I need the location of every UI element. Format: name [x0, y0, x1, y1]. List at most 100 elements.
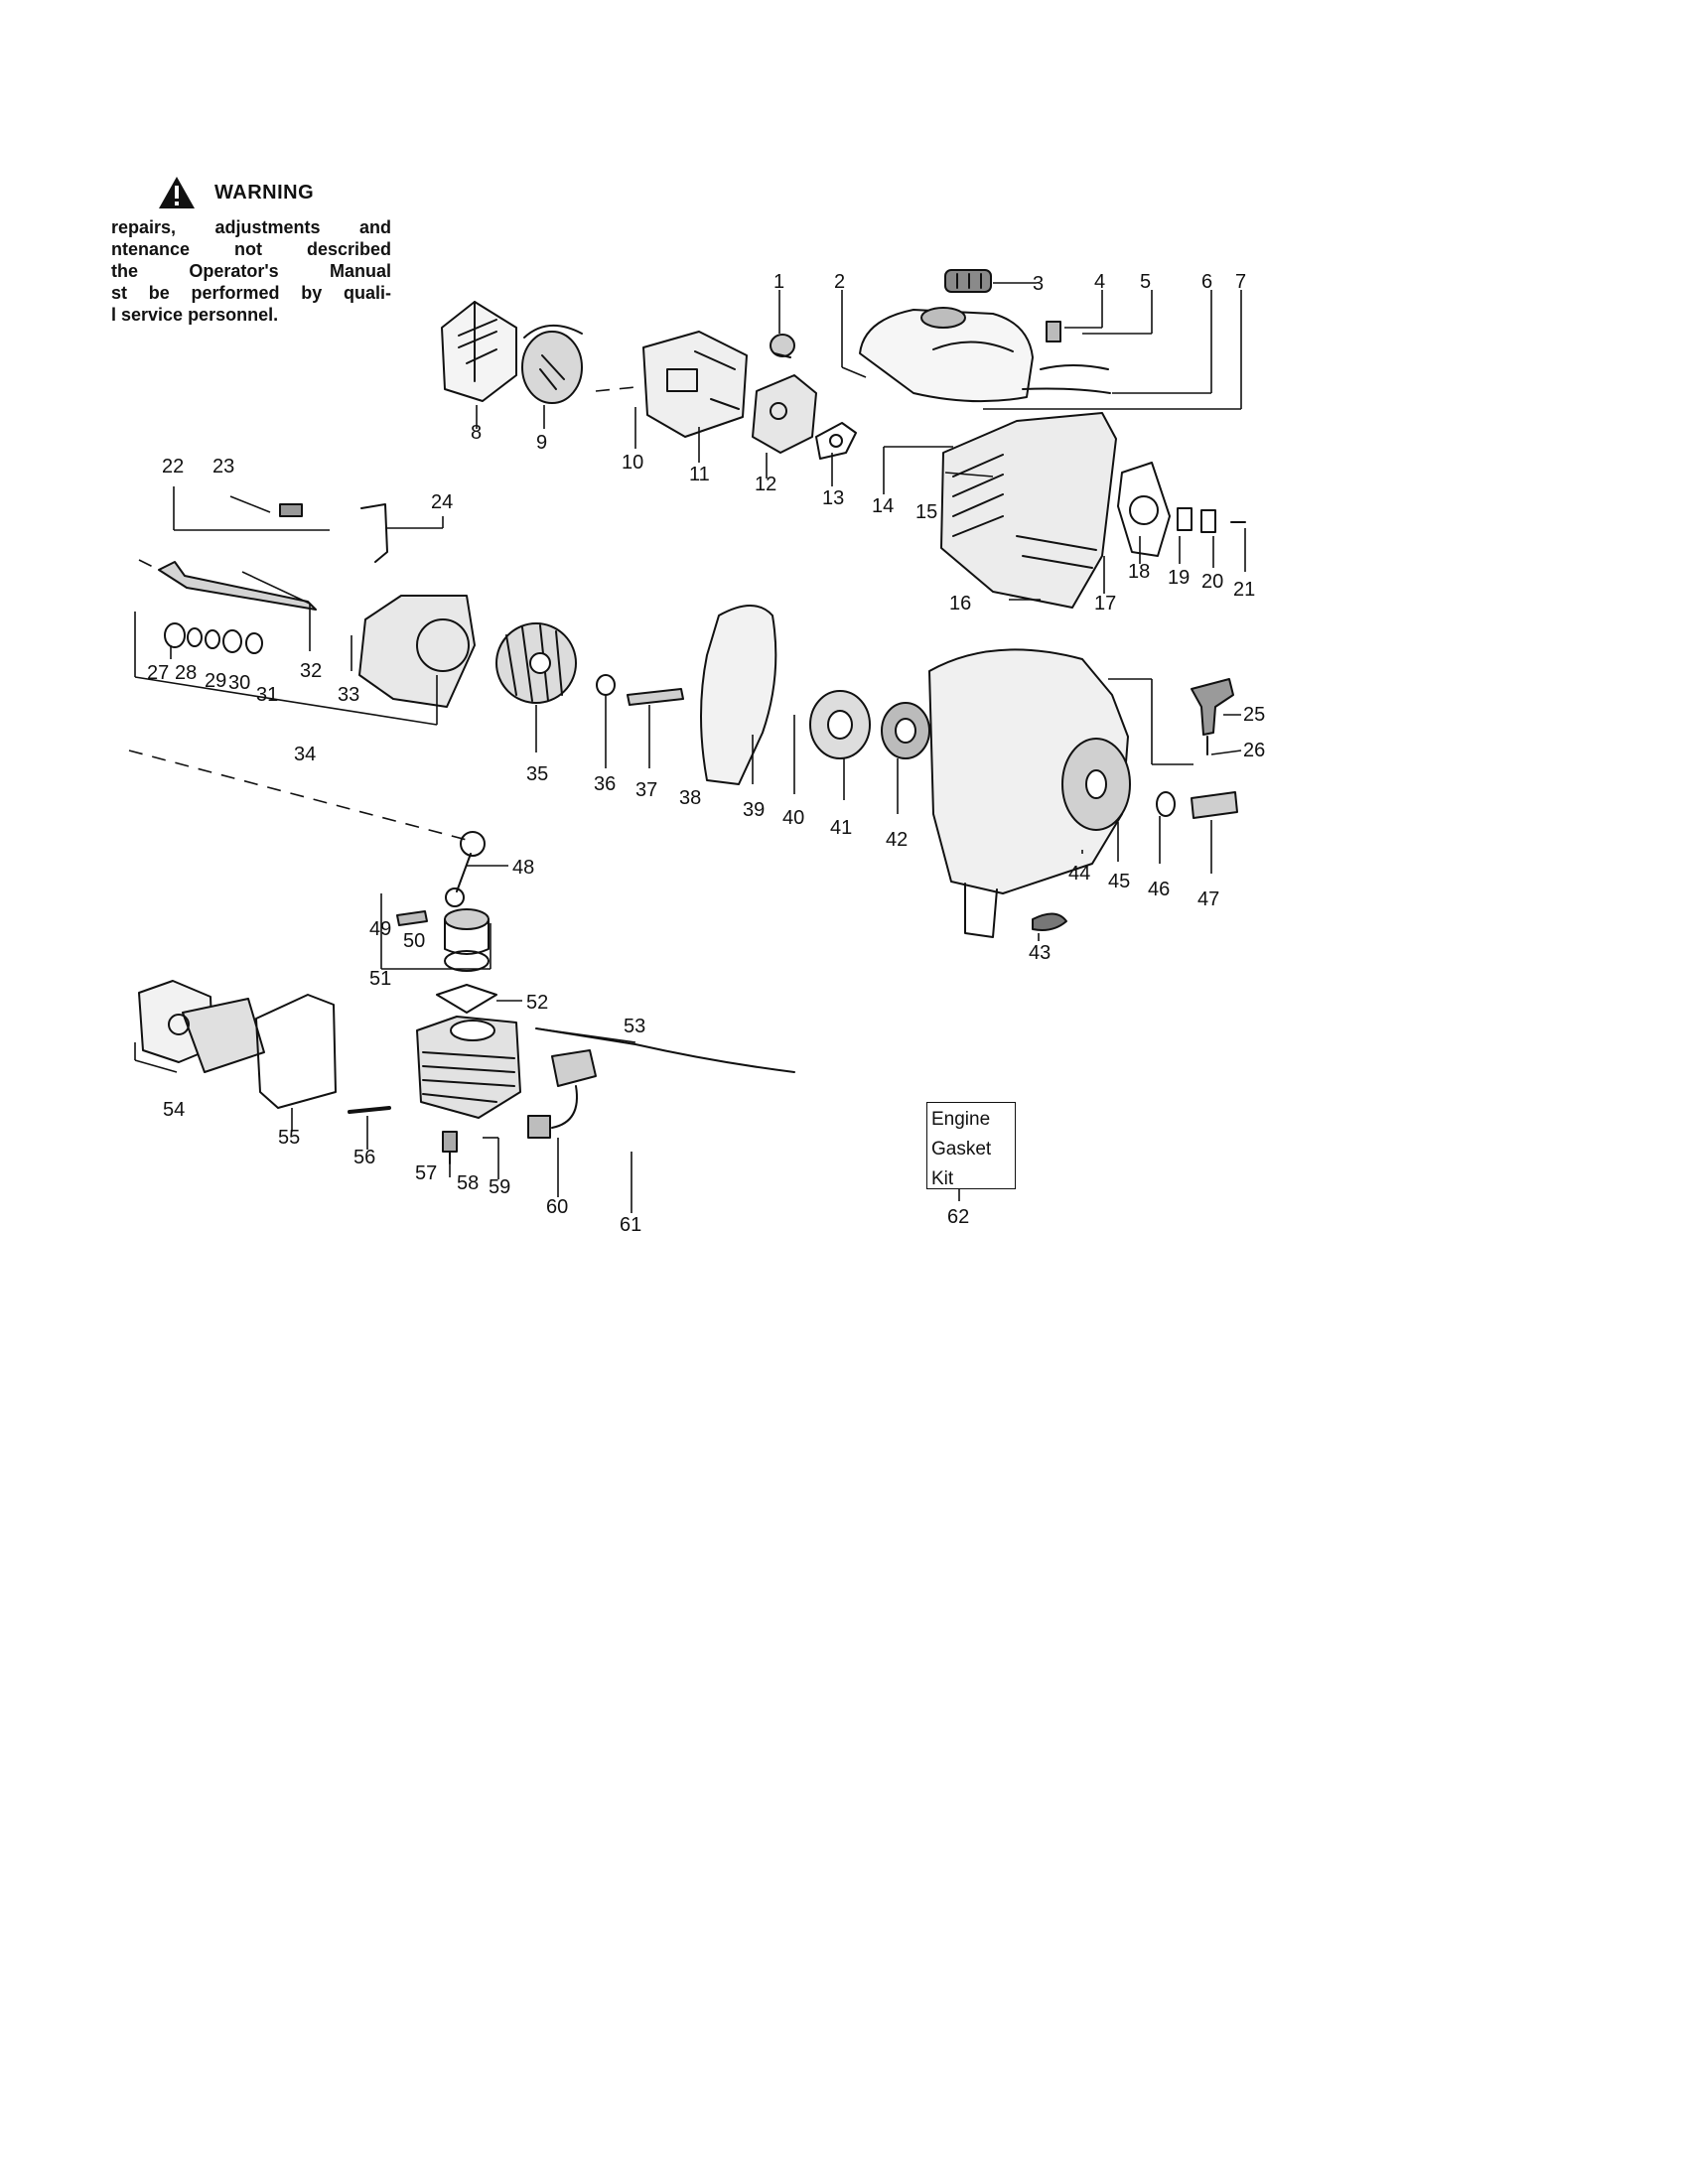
warning-line: st be performed by quali-: [111, 283, 391, 303]
part-engine-housing: [940, 412, 1117, 609]
callout-10: 10: [622, 452, 643, 474]
callout-34: 34: [294, 744, 316, 765]
callout-53: 53: [624, 1016, 645, 1037]
part-fuel-cap: [944, 269, 992, 293]
callout-45: 45: [1108, 871, 1130, 892]
part-fuel-filter: [1046, 321, 1061, 342]
warning-header: WARNING: [157, 175, 391, 210]
callout-33: 33: [338, 684, 359, 706]
warning-line: repairs, adjustments and: [111, 217, 391, 237]
part-piston: [396, 908, 490, 972]
callout-61: 61: [620, 1214, 641, 1236]
kit-line: Engine: [931, 1109, 991, 1130]
part-fuel-lines: [1022, 364, 1111, 394]
callout-12: 12: [755, 474, 776, 495]
callout-51: 51: [369, 968, 391, 990]
dashed-axis-lines: [128, 386, 636, 841]
callout-17: 17: [1094, 593, 1116, 614]
callout-5: 5: [1140, 271, 1151, 293]
part-bearing: [164, 622, 186, 648]
callout-58: 58: [457, 1172, 479, 1194]
part-spring: [348, 1106, 391, 1114]
callout-27: 27: [147, 662, 169, 684]
part-bearing: [222, 629, 242, 653]
warning-line: the Operator's Manual: [111, 261, 391, 281]
kit-line: Gasket: [931, 1139, 992, 1160]
callout-13: 13: [822, 487, 844, 509]
part-crankcase: [358, 595, 476, 708]
part-plate: [1200, 509, 1216, 533]
callout-46: 46: [1148, 879, 1170, 900]
part-ring: [245, 632, 263, 654]
callout-31: 31: [256, 684, 278, 706]
part-flywheel: [495, 622, 577, 704]
part-muffler: [138, 980, 265, 1073]
part-washer: [1156, 791, 1176, 817]
callout-47: 47: [1197, 888, 1219, 910]
callout-62: 62: [947, 1206, 969, 1228]
callout-20: 20: [1201, 571, 1223, 593]
part-carb-gasket: [815, 422, 857, 460]
callout-16: 16: [949, 593, 971, 614]
part-plate: [1177, 507, 1193, 531]
callout-32: 32: [300, 660, 322, 682]
callout-22: 22: [162, 456, 184, 478]
part-crankshaft: [158, 561, 317, 611]
part-clip: [1032, 912, 1067, 931]
warning-title: WARNING: [214, 181, 315, 204]
part-throttle-bracket: [360, 503, 388, 563]
warning-line: ntenance not described: [111, 239, 391, 259]
part-air-filter: [521, 324, 583, 404]
part-fuel-tank: [859, 307, 1034, 403]
callout-37: 37: [635, 779, 657, 801]
callout-52: 52: [526, 992, 548, 1014]
part-starter-housing: [928, 648, 1131, 938]
part-air-box: [642, 331, 748, 438]
part-pin: [627, 688, 684, 706]
callout-59: 59: [489, 1176, 510, 1198]
leader-lines: [134, 282, 1246, 1213]
callout-18: 18: [1128, 561, 1150, 583]
part-seal: [205, 629, 220, 649]
callout-26: 26: [1243, 740, 1265, 761]
callout-15: 15: [915, 501, 937, 523]
callout-30: 30: [228, 672, 250, 694]
callout-41: 41: [830, 817, 852, 839]
callout-11: 11: [689, 464, 710, 485]
callout-6: 6: [1201, 271, 1212, 293]
callout-8: 8: [471, 422, 482, 444]
part-housing-gasket: [1117, 462, 1171, 557]
callout-39: 39: [743, 799, 765, 821]
callout-60: 60: [546, 1196, 568, 1218]
warning-triangle-icon: [159, 177, 195, 208]
part-air-shroud: [700, 605, 777, 785]
callout-28: 28: [175, 662, 197, 684]
part-spark-plug: [442, 1131, 458, 1164]
callout-40: 40: [782, 807, 804, 829]
part-starter-pulley: [809, 690, 871, 759]
part-base-gasket: [436, 984, 497, 1014]
callout-42: 42: [886, 829, 908, 851]
part-air-filter-cover: [441, 301, 517, 402]
part-ignition-coil: [527, 1049, 597, 1139]
callout-14: 14: [872, 495, 894, 517]
callout-21: 21: [1233, 579, 1255, 601]
callout-38: 38: [679, 787, 701, 809]
callout-50: 50: [403, 930, 425, 952]
callout-56: 56: [353, 1147, 375, 1168]
callout-2: 2: [834, 271, 845, 293]
part-primer-bulb: [770, 334, 795, 358]
callout-1: 1: [773, 271, 784, 293]
callout-7: 7: [1235, 271, 1246, 293]
callout-23: 23: [212, 456, 234, 478]
part-muffler-gasket: [255, 994, 337, 1109]
part-connecting-rod: [445, 831, 486, 907]
callout-49: 49: [369, 918, 391, 940]
callout-55: 55: [278, 1127, 300, 1149]
part-starter-handle: [1191, 678, 1234, 755]
part-seal: [187, 627, 203, 647]
part-switch: [279, 503, 303, 517]
kit-line: Kit: [931, 1168, 954, 1189]
callout-24: 24: [431, 491, 453, 513]
